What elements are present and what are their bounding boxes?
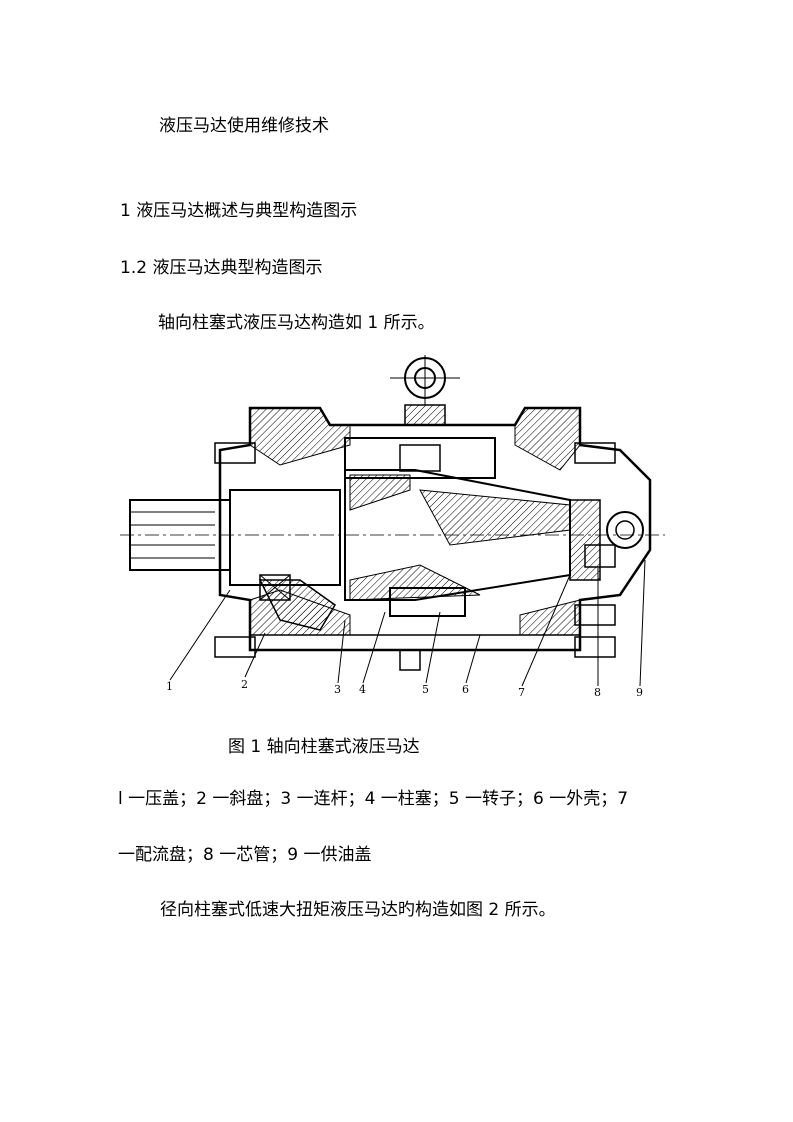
swash-plate (258, 574, 336, 631)
paragraph-radial-motor: 径向柱塞式低速大扭矩液压马达旳构造如图 2 所示。 (160, 900, 556, 920)
section-heading-1: 1 液压马达概述与典型构造图示 (120, 201, 358, 221)
callout-2: 2 (241, 678, 248, 691)
callout-9: 9 (636, 686, 643, 699)
port-cover (569, 499, 644, 581)
figure-legend-line-2: 一配流盘；8 一芯管；9 一供油盖 (118, 845, 372, 865)
callout-4: 4 (359, 683, 366, 696)
leader-lines (169, 559, 646, 687)
callout-5: 5 (422, 683, 429, 696)
bolts (214, 442, 616, 671)
figure-legend-line-1: l 一压盖；2 一斜盘；3 一连杆；4 一柱塞；5 一转子；6 一外壳；7 (118, 789, 629, 809)
lifting-eye (390, 355, 460, 426)
callout-labels: 1 2 3 4 5 6 7 8 9 (166, 678, 643, 699)
callout-3: 3 (334, 683, 341, 696)
paragraph-axial-motor: 轴向柱塞式液压马达构造如 1 所示。 (158, 313, 435, 333)
figure-caption: 图 1 轴向柱塞式液压马达 (228, 737, 420, 757)
callout-6: 6 (462, 683, 469, 696)
motor-cross-section-drawing: 1 2 3 4 5 6 7 8 9 (120, 355, 665, 699)
axial-piston-motor-figure: 1 2 3 4 5 6 7 8 9 (120, 350, 665, 705)
callout-1: 1 (166, 680, 173, 693)
callout-7: 7 (518, 686, 525, 699)
callout-8: 8 (594, 686, 601, 699)
rotor-assembly (344, 437, 571, 617)
document-title: 液压马达使用维修技术 (159, 116, 329, 136)
section-heading-1-2: 1.2 液压马达典型构造图示 (120, 258, 323, 278)
